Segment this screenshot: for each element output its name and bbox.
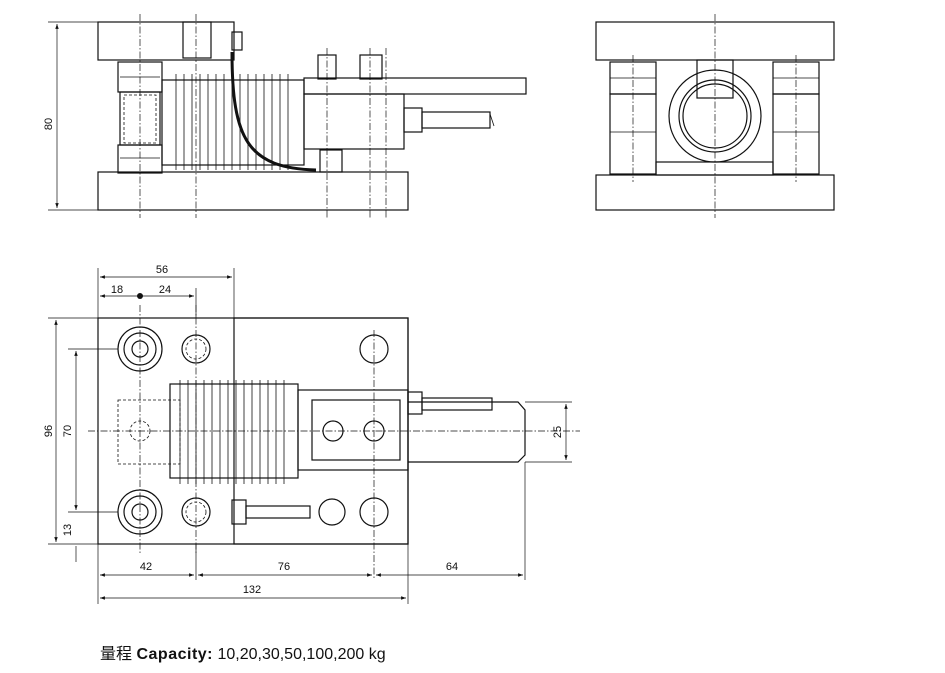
dim-edge-offset: 13	[62, 524, 74, 536]
dim-plan-height: 96	[43, 425, 55, 437]
capacity-values: 10,20,30,50,100,200 kg	[217, 646, 386, 663]
dim-overall-length: 132	[243, 584, 261, 596]
plan-view: 56 18 24 96 70 13 25 42 76 64 132	[43, 264, 580, 604]
dim-offset-left: 18	[111, 284, 123, 296]
plan-fins	[179, 380, 285, 484]
dim-offset-right: 24	[159, 284, 171, 296]
dim-hole-spacing: 70	[62, 425, 74, 437]
dim-front-height: 80	[43, 118, 55, 130]
capacity-cn-label: 量程	[100, 646, 133, 663]
dim-seg-b: 76	[278, 561, 290, 573]
capacity-line: 量程 Capacity: 10,20,30,50,100,200 kg	[100, 640, 386, 664]
side-view	[595, 14, 835, 218]
dim-seg-a: 42	[140, 561, 152, 573]
dim-tab-width: 25	[552, 426, 564, 438]
capacity-en-label: Capacity:	[136, 646, 213, 663]
front-view: 80	[43, 14, 527, 218]
dim-seg-c: 64	[446, 561, 458, 573]
dim-top-width: 56	[156, 264, 168, 276]
